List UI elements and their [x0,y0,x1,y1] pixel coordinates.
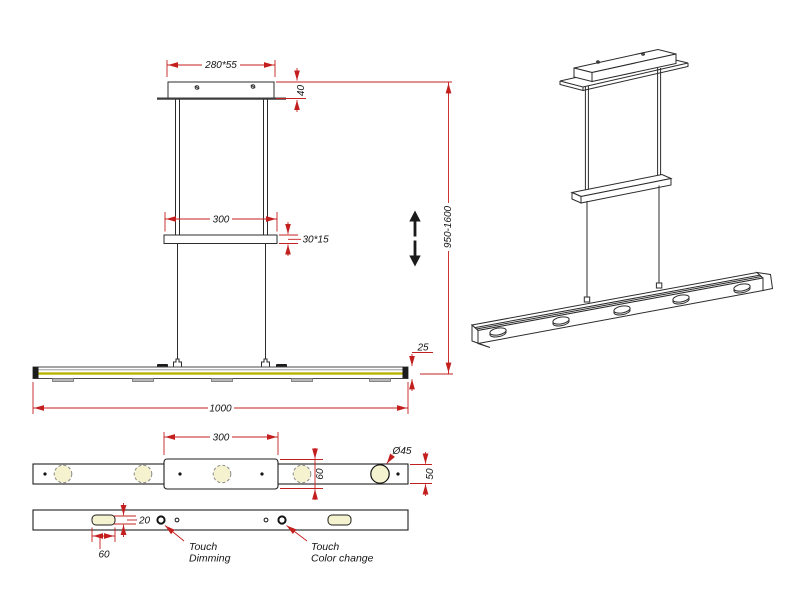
dim-canopy-label: 280*55 [204,60,237,71]
ceiling-canopy [157,81,286,100]
dim-bar-thickness-label: 25 [416,343,429,354]
dim-slot-length: 60 [91,527,116,561]
touch-dimming-callout: Touch Dimming [164,525,231,565]
end-cap-3d [471,323,491,348]
touch-dimming-label-2: Dimming [189,553,231,565]
canopy-3d [559,48,689,92]
end-cap-3d [755,271,774,292]
perspective-view [470,48,774,348]
dim-suspension-range: 950-1600 [420,82,455,375]
bottom-view: 20 60 Touch Dimming Touch Color change [32,503,409,565]
dim-bar-length: 1000 [32,382,409,414]
wire-connector-3d [583,296,591,303]
light-bar [32,358,409,382]
dim-spot-diameter: Ø45 [386,446,412,464]
dim-spot-diameter-label: Ø45 [392,446,412,457]
dim-canopy: 280*55 [166,59,276,77]
light-bar-3d [470,271,774,348]
slot [327,514,352,526]
dim-canopy-height: 40 [276,68,452,112]
touch-dimming-label-1: Touch [189,541,217,553]
dim-inner-rail-label: 300 [213,214,230,225]
middle-rail [163,234,278,244]
screw-icon [641,52,645,56]
dim-bar-width-label: 50 [425,468,436,480]
bar-outline [32,509,409,531]
led-spots [53,464,390,484]
slot [91,514,116,526]
rods-3d [584,68,662,193]
spot-45 [370,464,390,484]
dim-plate-length: 300 [163,431,279,455]
touch-dimming-button[interactable] [156,515,166,525]
front-view: 280*55 40 300 30*15 [32,59,455,414]
dim-rail-section: 30*15 [279,222,329,256]
wire-connector-3d [655,282,663,289]
dim-slot-height-label: 20 [138,516,151,527]
spot-housings [52,378,391,382]
middle-rail-3d [570,173,673,204]
led-spots-3d [489,283,751,338]
dim-bar-thickness: 25 [409,343,433,391]
touch-color-label-2: Color change [311,553,374,565]
dim-slot-length-label: 60 [98,550,110,561]
screw-icon [250,84,256,89]
sensor-dot [263,517,269,523]
suspension-wires [177,243,266,360]
dim-plate-width-label: 60 [315,468,326,480]
dim-rail-section-label: 30*15 [303,235,330,246]
dim-plate-width: 60 [280,448,326,500]
dim-bar-width: 50 [410,452,436,496]
dim-canopy-height-label: 40 [296,85,307,97]
screw-icon [596,60,600,64]
screw-icon [194,85,200,90]
mount-points [43,472,400,476]
touch-color-button[interactable] [277,515,287,525]
wire-connector [173,358,182,369]
height-adjust-arrow-icon [409,210,421,267]
dim-plate-length-label: 300 [213,432,230,443]
wires-3d [586,185,660,297]
dim-bar-length-label: 1000 [209,403,232,414]
end-cap [402,367,408,379]
sensor-dot [174,517,180,523]
dim-inner-rail: 300 [164,212,278,232]
dim-suspension-range-label: 950-1600 [443,205,454,248]
dim-slot-height: 20 [114,503,151,537]
led-stripe [34,372,407,375]
suspension-rods [175,99,268,235]
top-view: 300 60 Ø45 50 [32,431,436,500]
touch-color-callout: Touch Color change [286,525,374,565]
wire-connector [261,358,270,369]
touch-color-label-1: Touch [311,541,339,553]
end-cap [33,367,39,379]
